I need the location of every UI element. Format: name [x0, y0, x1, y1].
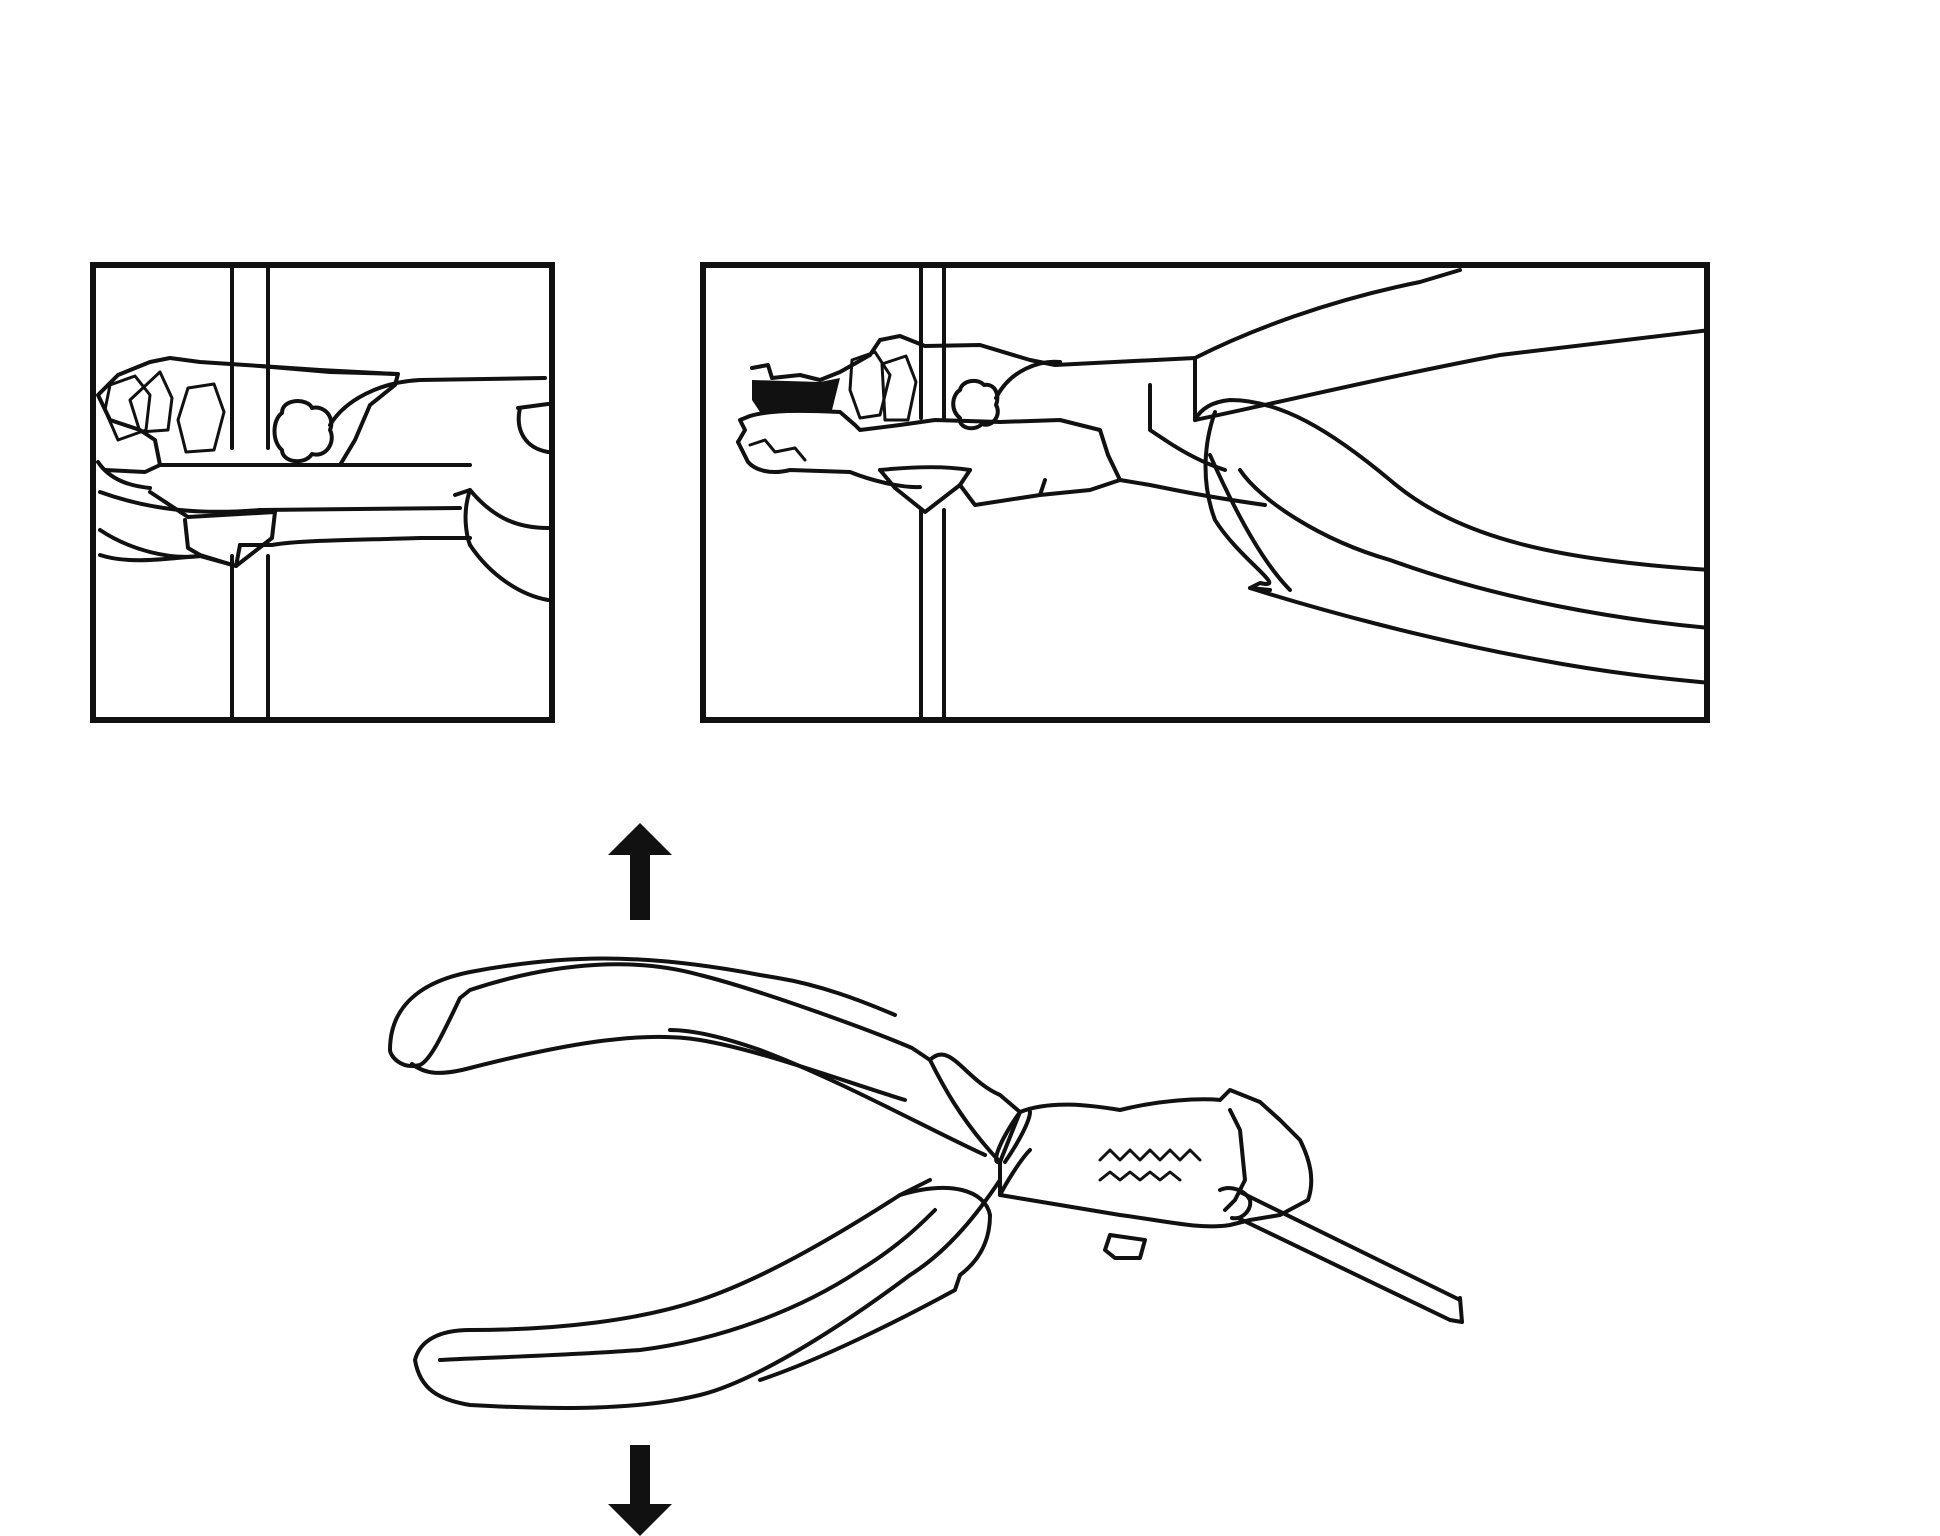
jaw-teeth-lower — [1098, 1170, 1182, 1182]
arrow-down-icon — [608, 1445, 672, 1536]
jaw-detail-frame — [90, 262, 555, 723]
upper-handle-inner — [668, 1028, 987, 1157]
pliers-head-detail-frame — [700, 262, 1710, 723]
upper-jaw — [96, 356, 550, 467]
stop-bracket — [1223, 1108, 1247, 1212]
arrow-up-icon — [608, 823, 672, 920]
lower-handle — [413, 1178, 1002, 1410]
pivot-collar — [998, 1110, 1032, 1197]
jaw-teeth — [1098, 1148, 1202, 1162]
lower-handle-inner — [438, 1208, 937, 1362]
wire-stripping-pliers — [388, 956, 1464, 1410]
stripper-jaw-tip — [1103, 1233, 1147, 1260]
wire — [1218, 1186, 1464, 1324]
wire-vertical — [230, 265, 270, 720]
upper-handle-outline — [928, 1052, 1022, 1165]
serrated-jaw-tip — [752, 378, 840, 412]
handles-right — [1193, 328, 1707, 685]
upper-jaw-right — [750, 268, 1462, 442]
lower-jaw — [96, 460, 550, 602]
pliers-pivot-body — [998, 1088, 1314, 1229]
upper-handle — [388, 956, 1002, 1164]
upper-handle-grip — [410, 1034, 907, 1102]
lower-jaw-right — [736, 408, 1267, 514]
lower-handle-grip — [758, 1186, 992, 1382]
pliers-head-detail-panel — [700, 262, 1710, 723]
jaw-detail-panel — [90, 262, 555, 723]
wire-vertical-right — [919, 265, 946, 720]
